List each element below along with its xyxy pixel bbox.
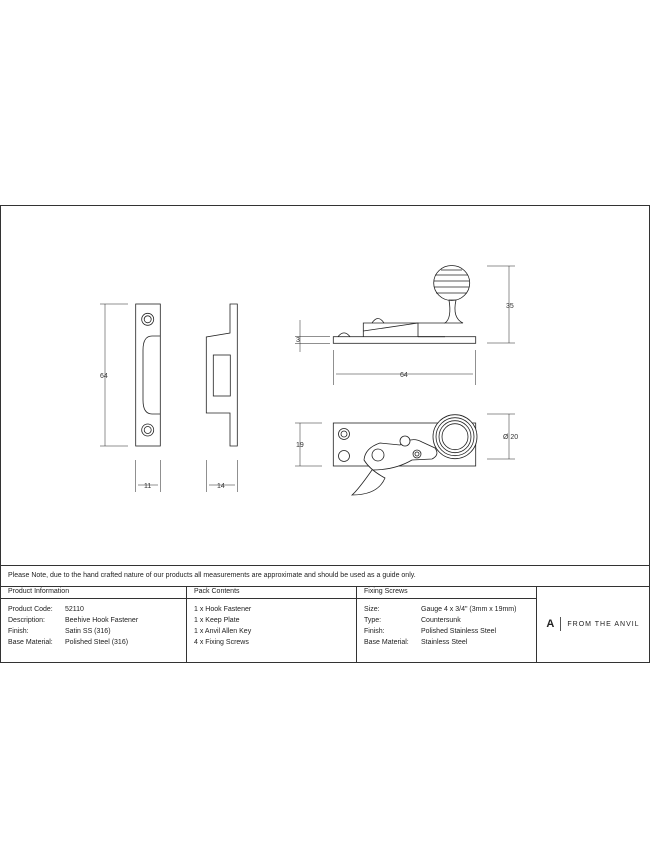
panel-title: Fixing Screws: [357, 586, 536, 599]
fixing-screws-panel: Fixing Screws Size: Gauge 4 x 3/4" (3mm x…: [357, 586, 537, 662]
info-row: Product Code: 52110: [8, 604, 179, 615]
logo-divider: [560, 617, 562, 631]
drawing-sheet: Please Note, due to the hand crafted nat…: [0, 205, 650, 663]
keep-plate-side-view: [205, 303, 238, 447]
label: Type:: [364, 617, 382, 624]
anvil-logo-icon: A: [546, 618, 555, 630]
dim-keep-width: 11: [144, 483, 151, 490]
pack-contents-panel: Pack Contents 1 x Hook Fastener 1 x Keep…: [187, 586, 357, 662]
info-row: Base Material: Polished Steel (316): [8, 637, 179, 648]
dim-knob-height: 35: [506, 303, 514, 310]
info-row: Description: Beehive Hook Fastener: [8, 615, 179, 626]
value: Satin SS (316): [65, 628, 111, 635]
value: Polished Steel (316): [65, 639, 129, 646]
pack-item: 4 x Fixing Screws: [194, 639, 249, 646]
label: Finish:: [8, 628, 29, 635]
screw-row: Size: Gauge 4 x 3/4" (3mm x 19mm): [364, 604, 529, 615]
brand-logo: A FROM THE ANVIL: [537, 586, 649, 662]
pack-item: 1 x Hook Fastener: [194, 606, 252, 613]
dimension-lines: [100, 265, 515, 492]
label: Description:: [8, 617, 45, 624]
screw-row: Finish: Polished Stainless Steel: [364, 626, 529, 637]
dim-knob-diameter: Ø 20: [503, 434, 518, 441]
pack-item: 1 x Keep Plate: [194, 617, 240, 624]
info-row: Finish: Satin SS (316): [8, 626, 179, 637]
screw-row: Type: Countersunk: [364, 615, 529, 626]
value: Beehive Hook Fastener: [65, 617, 139, 624]
dim-plate-width: 19: [296, 442, 304, 449]
keep-plate-front-view: [135, 303, 161, 447]
label: Base Material:: [364, 639, 409, 646]
panel-title: Product Information: [1, 586, 186, 599]
fastener-side-view: [332, 265, 477, 344]
label: Product Code:: [8, 606, 53, 613]
dim-plate-length: 64: [400, 372, 408, 379]
pack-item: 1 x Anvil Allen Key: [194, 628, 252, 635]
value: Gauge 4 x 3/4" (3mm x 19mm): [421, 606, 517, 613]
brand-name: FROM THE ANVIL: [567, 620, 640, 628]
dim-plate-thickness: 3: [296, 337, 300, 344]
fastener-top-view: [332, 414, 478, 496]
dim-keep-depth: 14: [217, 483, 225, 490]
label: Finish:: [364, 628, 385, 635]
value: 52110: [65, 606, 84, 613]
screw-row: Base Material: Stainless Steel: [364, 637, 529, 648]
label: Size:: [364, 606, 380, 613]
note-text: Please Note, due to the hand crafted nat…: [8, 572, 416, 579]
value: Polished Stainless Steel: [421, 628, 497, 635]
dim-keep-height: 64: [100, 373, 108, 380]
value: Countersunk: [421, 617, 461, 624]
panel-title: Pack Contents: [187, 586, 356, 599]
technical-drawing: 64 11 14 35 3 64 19 Ø 20: [100, 265, 518, 496]
value: Stainless Steel: [421, 639, 468, 646]
product-information-panel: Product Information Product Code: 52110 D…: [1, 586, 187, 662]
label: Base Material:: [8, 639, 53, 646]
measurement-note: Please Note, due to the hand crafted nat…: [1, 565, 649, 587]
